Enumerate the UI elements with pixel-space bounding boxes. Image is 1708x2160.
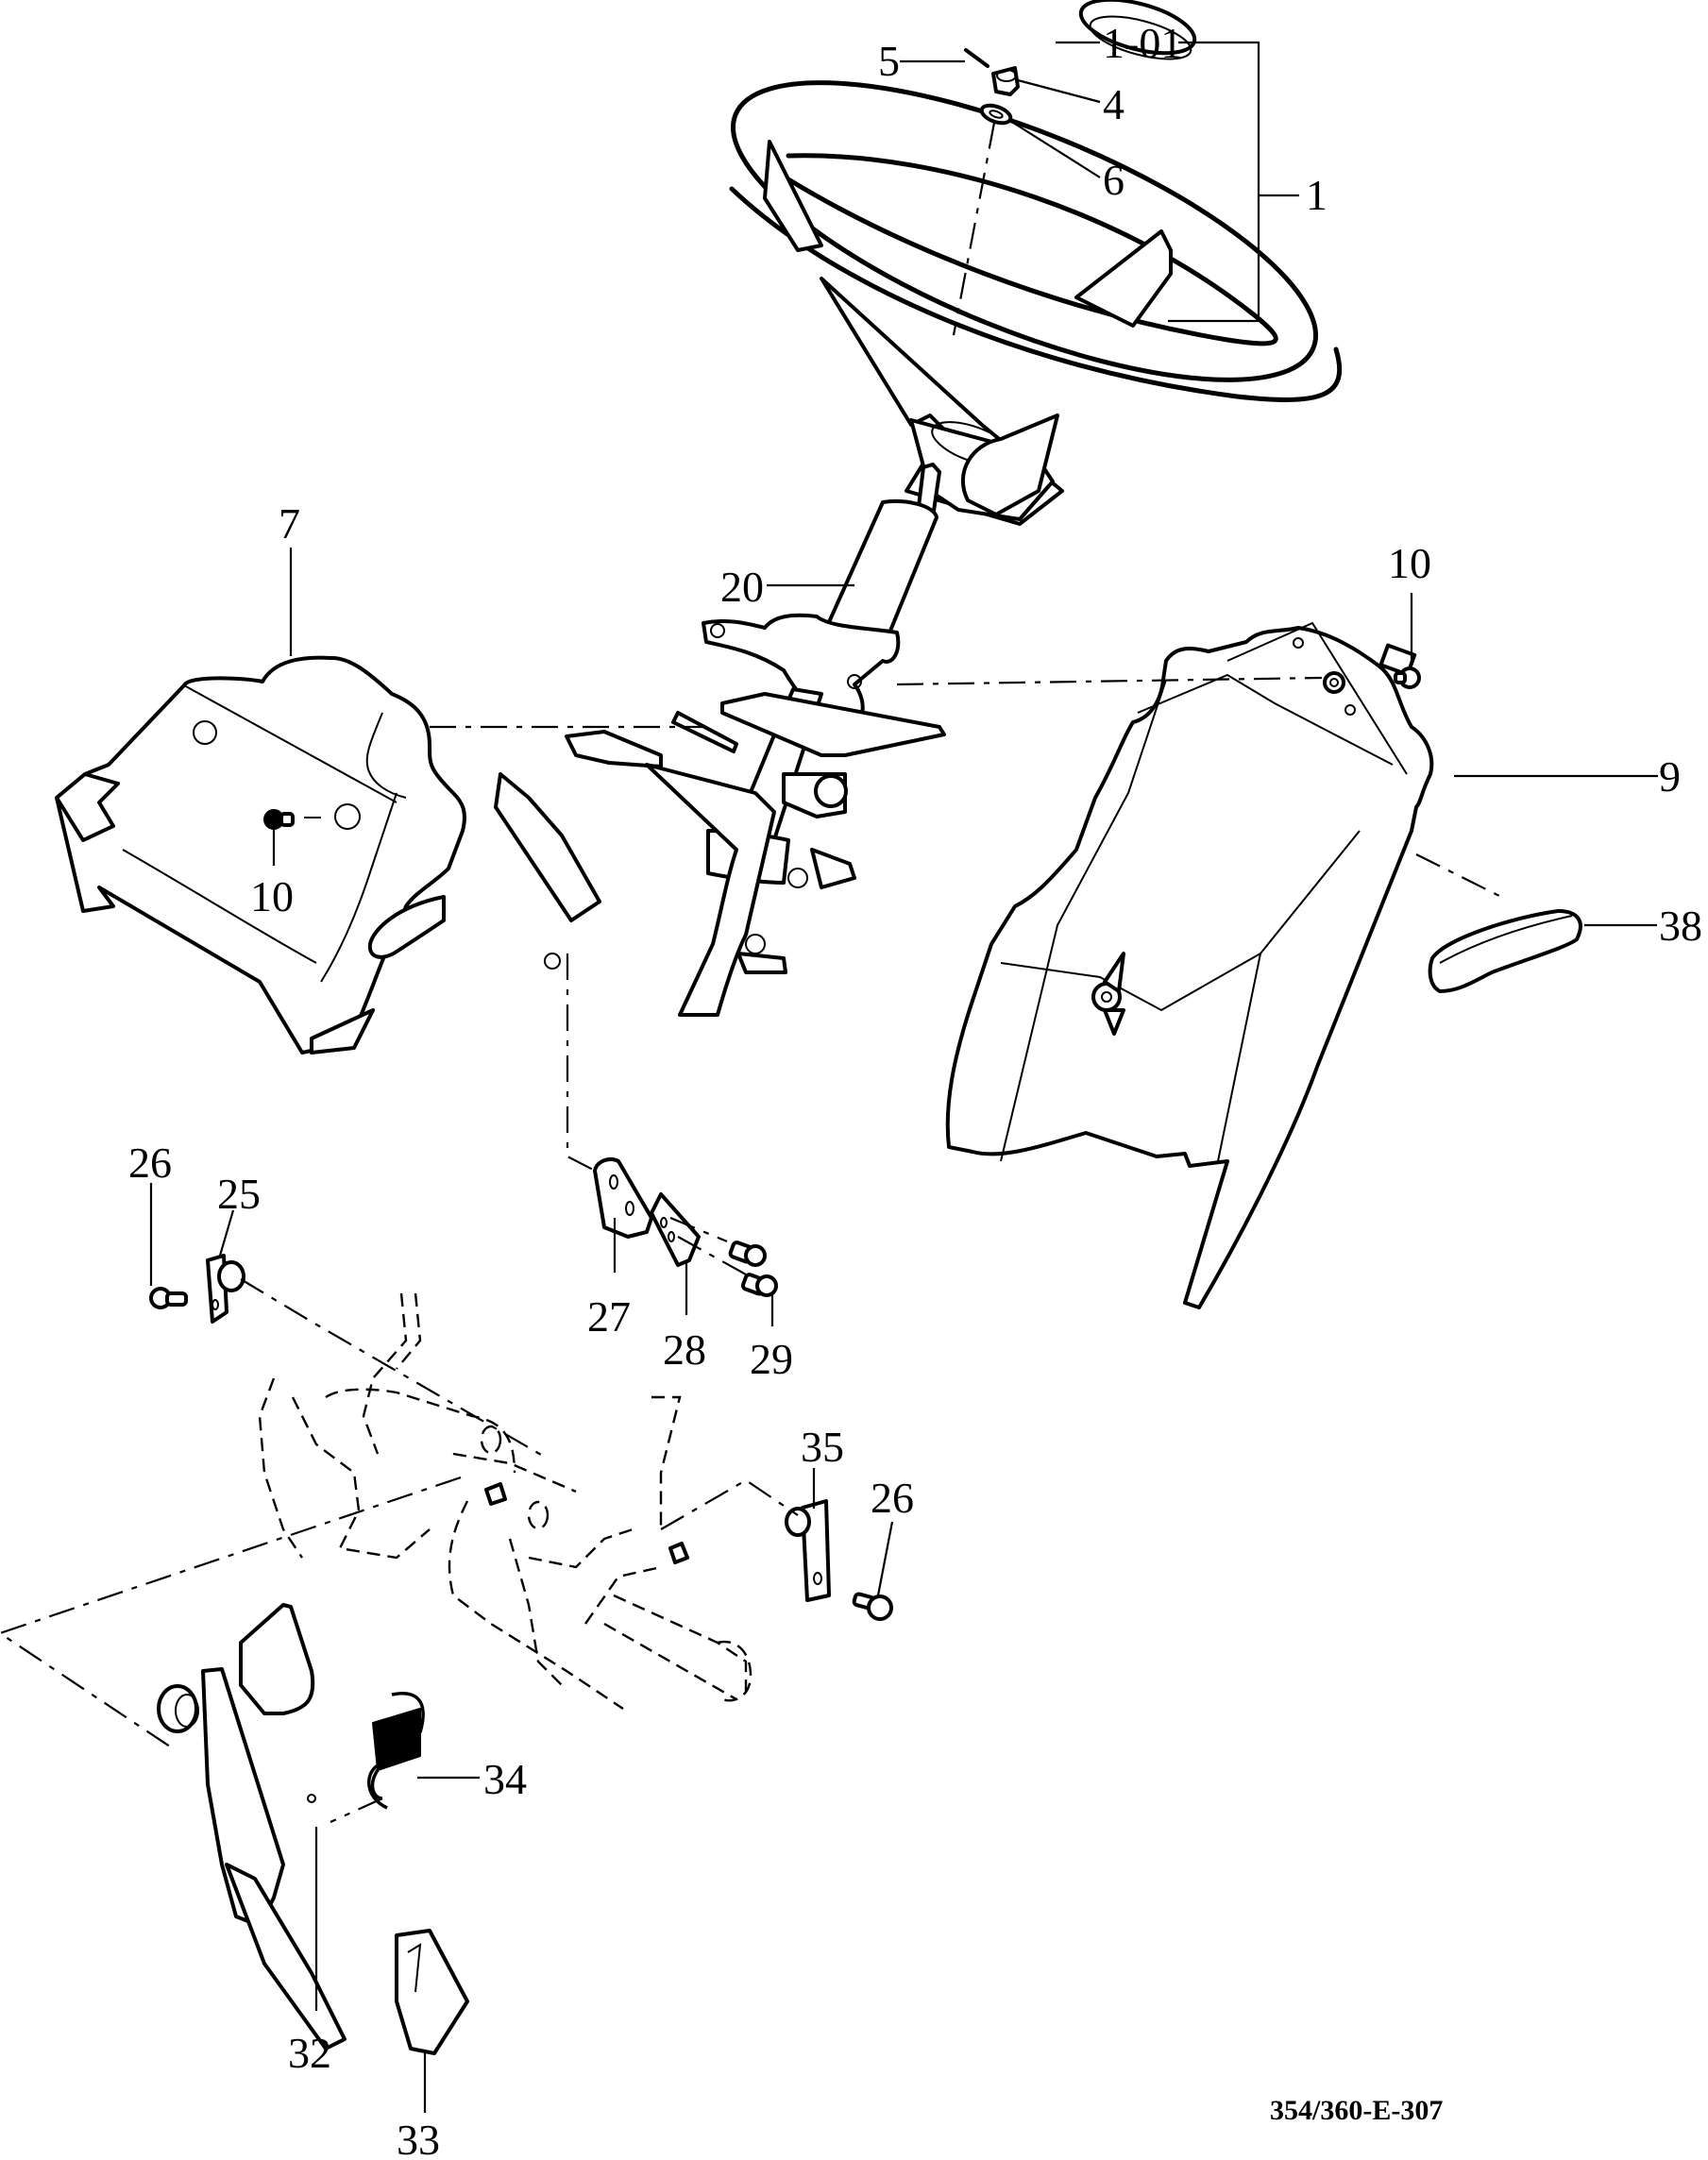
wheel-leaders [900,41,1299,323]
grommet-dash [1415,853,1502,898]
spring [330,1692,480,1824]
rear-cover-dash [896,676,1323,686]
callout-26-right: 26 [871,1474,914,1522]
steering-column [494,463,946,1017]
bushing-plate [206,1209,245,1324]
nut [991,66,1020,96]
callout-20: 20 [720,563,764,611]
callout-28: 28 [663,1325,706,1374]
callout-29: 29 [750,1335,793,1383]
callout-25: 25 [217,1170,261,1218]
callout-10-right: 10 [1388,539,1431,587]
callout-4: 4 [1103,80,1125,128]
callout-34: 34 [483,1755,527,1803]
front-cover [55,655,466,1055]
pedal-frame-ghost [258,1292,753,1710]
drawing-code: 354/360-E-307 [1270,2095,1443,2126]
screw [263,809,321,866]
washer [979,103,1013,126]
bushing-dash-right [660,1478,799,1530]
callout-10-left: 10 [250,872,294,920]
callout-27: 27 [587,1292,631,1341]
callout-35: 35 [801,1423,844,1471]
bolt [852,1521,894,1621]
steering-wheel [729,80,1343,526]
callout-38: 38 [1659,902,1702,950]
callout-6: 6 [1103,156,1125,204]
wheel-axis-line [952,122,996,336]
bushing-plate [785,1468,831,1602]
callout-9: 9 [1659,752,1681,801]
brackets [566,953,778,1326]
bolt [149,1183,188,1309]
callout-7: 7 [279,499,300,548]
brake-pedal [157,1603,347,2050]
callout-labels: 1-01 5 4 6 1 7 10 20 10 9 38 26 25 27 28… [128,19,1702,2160]
callout-5: 5 [878,37,900,85]
callout-1-01: 1-01 [1103,19,1182,67]
pedal-pad [395,1929,469,2113]
callout-32: 32 [288,2029,331,2077]
callout-26-left: 26 [128,1139,172,1187]
screw [1394,593,1421,689]
rear-cover [945,621,1434,1309]
pin [964,48,989,68]
callout-1: 1 [1306,171,1328,219]
wheel-cap [1078,0,1197,60]
pedal-dash [0,1476,462,1747]
grommet [1428,909,1657,993]
callout-33: 33 [397,2116,440,2160]
bushing-dash [240,1278,549,1460]
